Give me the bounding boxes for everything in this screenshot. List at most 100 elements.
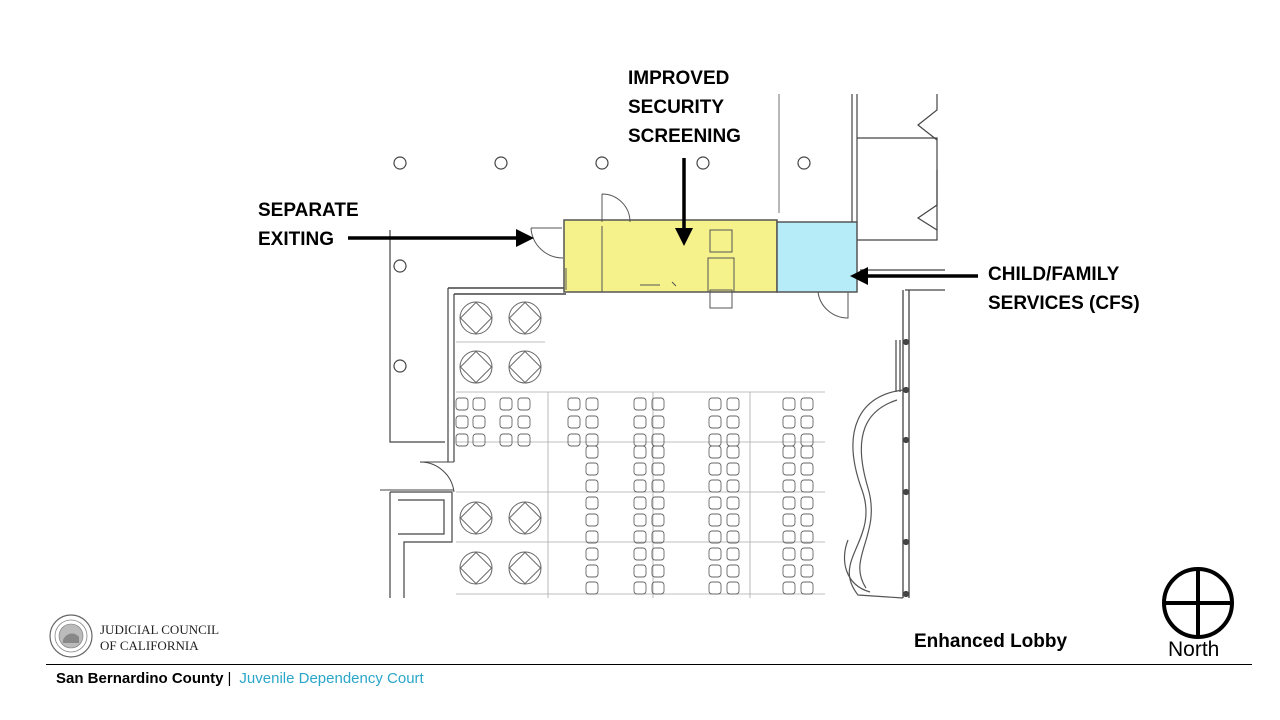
cfs-zone [776,221,858,293]
chair [782,581,796,595]
chair [800,581,814,595]
chair-rows [455,397,814,595]
columns [393,156,811,373]
chair [782,530,796,544]
callout-line: SERVICES (CFS) [988,293,1140,314]
chair [633,564,647,578]
footer-rule [46,664,1252,665]
chair [633,397,647,411]
chair [651,513,665,527]
chair [517,415,531,429]
chair [455,397,469,411]
chair [651,445,665,459]
chair [499,433,513,447]
chair [782,462,796,476]
chair [633,479,647,493]
chair [651,462,665,476]
chair [782,496,796,510]
chair [708,397,722,411]
chair [585,479,599,493]
chair [567,433,581,447]
chair [633,530,647,544]
chair [708,433,722,447]
chair [800,496,814,510]
chair [585,513,599,527]
callout-line: SECURITY [628,97,725,118]
chair [726,496,740,510]
chair [726,445,740,459]
chair [782,513,796,527]
chair [517,433,531,447]
callout-line: SCREENING [628,126,741,147]
chair [633,496,647,510]
chair [651,415,665,429]
chair [726,530,740,544]
chair [585,547,599,561]
chair [651,479,665,493]
chair [633,513,647,527]
chair [782,415,796,429]
chair [651,547,665,561]
chair [567,415,581,429]
chair [800,433,814,447]
callout-security-screening: IMPROVED SECURITY SCREENING [628,64,741,151]
chair [651,496,665,510]
callout-line: IMPROVED [628,68,730,89]
chair [633,445,647,459]
chair [726,581,740,595]
chair [651,433,665,447]
security-zone [563,219,778,293]
chair [782,397,796,411]
chair [633,547,647,561]
chair [651,397,665,411]
chair [800,547,814,561]
chair [585,397,599,411]
footer-county: San Bernardino County [56,670,224,687]
left-partition [389,230,445,443]
chair [708,479,722,493]
chair [651,581,665,595]
chair [782,547,796,561]
chair [782,564,796,578]
callout-line: CHILD/FAMILY [988,264,1120,285]
chair [800,479,814,493]
callout-separate-exiting: SEPARATE EXITING [258,196,359,254]
chair [800,513,814,527]
chair [585,564,599,578]
chair [708,496,722,510]
chair [800,445,814,459]
footer-separator: | [227,670,232,687]
north-label: North [1168,638,1220,661]
chair [472,415,486,429]
chair [800,530,814,544]
callout-cfs: CHILD/FAMILY SERVICES (CFS) [988,260,1140,318]
chair [708,547,722,561]
footer-court: Juvenile Dependency Court [239,670,424,687]
round-tables [459,301,542,585]
chair [726,564,740,578]
callout-line: EXITING [258,229,335,250]
chair [567,397,581,411]
west-wall [447,288,455,462]
chair [651,564,665,578]
chair [708,513,722,527]
logo-line: JUDICIAL COUNCIL [100,622,220,637]
chair [782,479,796,493]
slide-title: Enhanced Lobby [914,631,1068,652]
chair [633,462,647,476]
chair [651,530,665,544]
chair [585,433,599,447]
chair [726,479,740,493]
logo-line: OF CALIFORNIA [100,638,199,653]
chair [800,564,814,578]
chair [726,547,740,561]
chair [499,415,513,429]
chair [782,433,796,447]
chair [455,415,469,429]
chair [472,397,486,411]
chair [585,445,599,459]
chair [633,581,647,595]
curved-counter [848,389,904,599]
chair [708,530,722,544]
